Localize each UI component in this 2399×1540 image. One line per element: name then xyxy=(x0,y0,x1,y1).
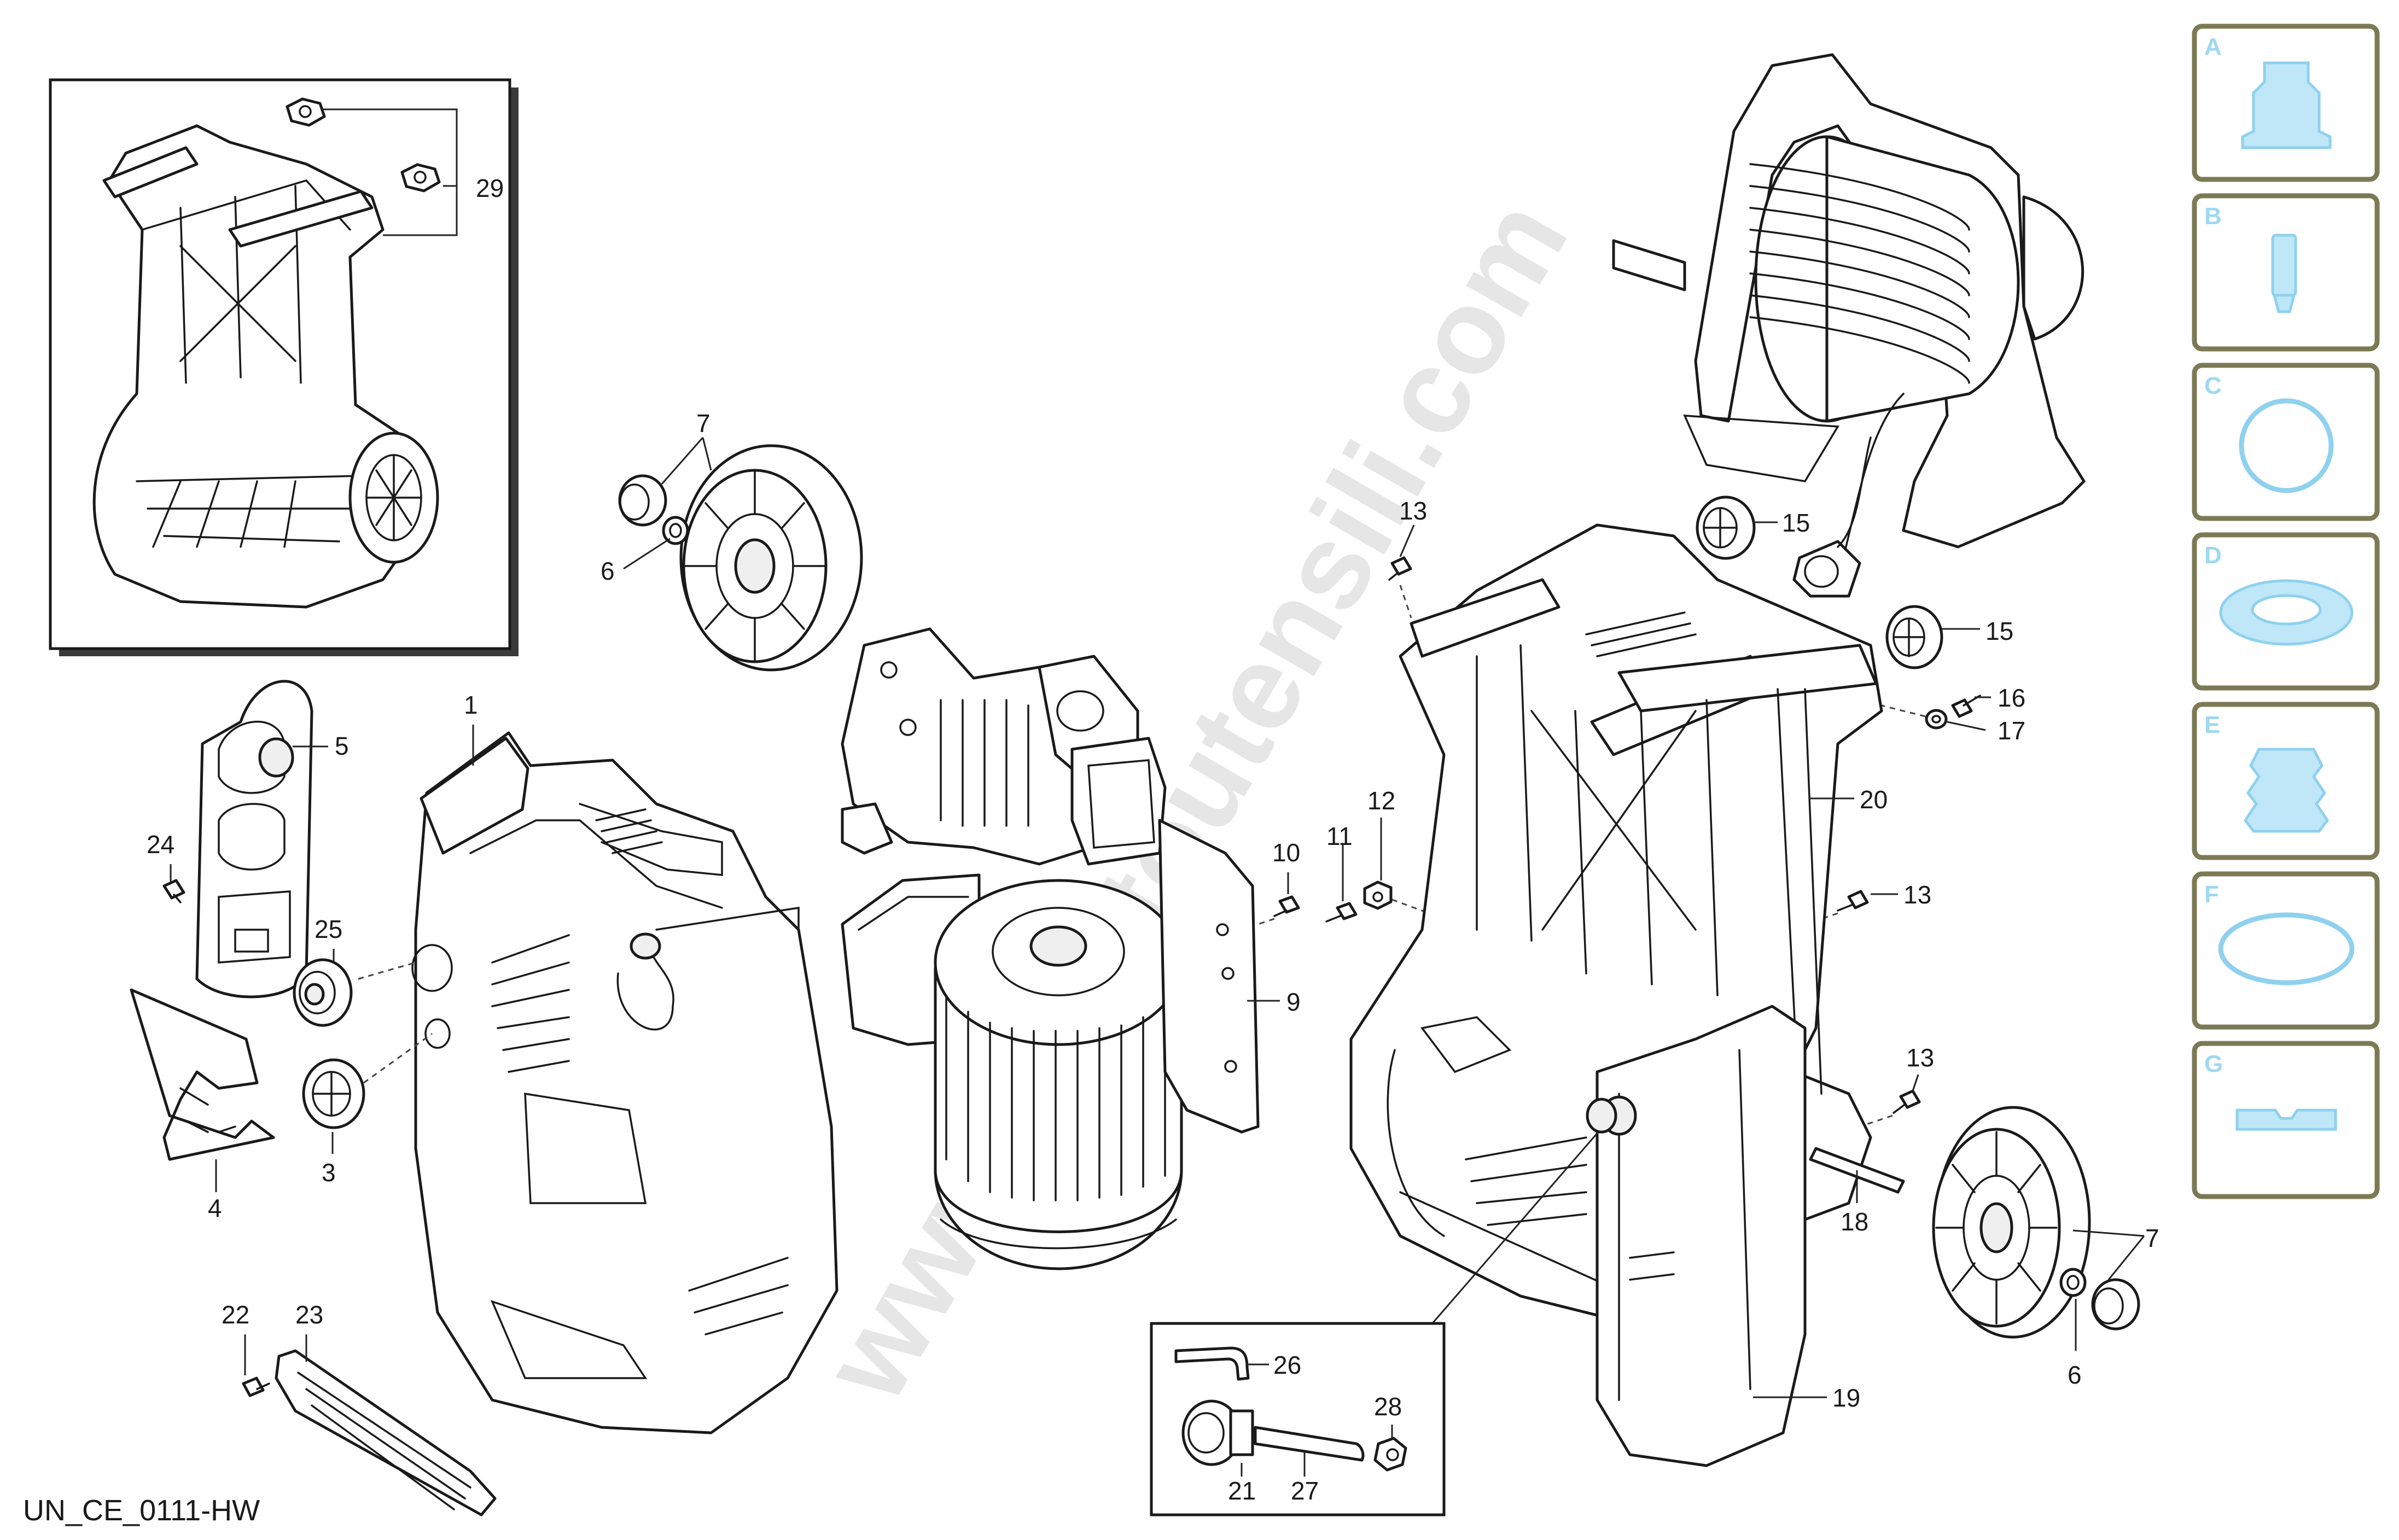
callout-6-top: 6 xyxy=(601,557,615,585)
screw-10 xyxy=(1273,895,1300,917)
spacer-plate-icon xyxy=(2235,1109,2337,1131)
svg-text:F: F xyxy=(2204,881,2219,908)
pressure-switch-21 xyxy=(1181,1399,1254,1466)
seal-ring-icon xyxy=(2219,579,2354,646)
side-panel xyxy=(195,680,313,999)
callout-29: 29 xyxy=(476,174,504,202)
callout-13-low: 13 xyxy=(1906,1043,1934,1072)
pump-head xyxy=(841,627,1167,866)
callout-18: 18 xyxy=(1841,1208,1868,1236)
pin-icon xyxy=(2271,234,2297,313)
kit-tile-f[interactable]: F xyxy=(2192,871,2380,1030)
screw-22 xyxy=(242,1376,270,1397)
callout-9: 9 xyxy=(1286,988,1301,1016)
hub-15-upper xyxy=(1696,495,1756,560)
callout-3: 3 xyxy=(322,1158,336,1187)
screw-13-low xyxy=(1893,1089,1921,1114)
kit-tile-d[interactable]: D xyxy=(2192,532,2380,691)
mounting-plate-9 xyxy=(1158,819,1260,1134)
kit-tiles: A B C D E xyxy=(2192,24,2380,1199)
callout-16: 16 xyxy=(1998,684,2025,712)
callout-6-right: 6 xyxy=(2068,1361,2082,1389)
svg-text:A: A xyxy=(2204,33,2222,60)
callout-12: 12 xyxy=(1367,786,1395,815)
callout-26: 26 xyxy=(1273,1351,1301,1379)
callout-23: 23 xyxy=(295,1300,323,1329)
callout-27: 27 xyxy=(1291,1477,1319,1505)
screw-13-mid xyxy=(1837,890,1869,912)
callout-28: 28 xyxy=(1374,1392,1402,1421)
callout-22: 22 xyxy=(222,1300,249,1329)
motor xyxy=(841,873,1183,1270)
grille-23 xyxy=(275,1349,497,1516)
svg-text:G: G xyxy=(2204,1051,2223,1077)
callout-7-right: 7 xyxy=(2145,1224,2159,1252)
screw-11 xyxy=(1325,902,1358,923)
callout-25: 25 xyxy=(315,915,342,943)
kit-tile-a[interactable]: A xyxy=(2192,24,2380,182)
callout-10: 10 xyxy=(1272,838,1300,867)
callout-15-upper: 15 xyxy=(1782,509,1810,537)
callout-19: 19 xyxy=(1832,1384,1860,1412)
callout-1: 1 xyxy=(464,691,478,719)
svg-text:C: C xyxy=(2204,372,2222,399)
o-ring-icon xyxy=(2239,398,2334,493)
svg-text:E: E xyxy=(2204,711,2220,738)
bellows-seal-icon xyxy=(2243,748,2330,833)
wheel-assembly-left xyxy=(618,444,863,672)
callout-21: 21 xyxy=(1228,1477,1256,1505)
callout-4: 4 xyxy=(208,1194,222,1222)
inset-wheel xyxy=(348,431,439,564)
callout-13-top: 13 xyxy=(1399,497,1427,525)
front-cover xyxy=(411,731,839,1434)
diagram-code: UN_CE_0111-HW xyxy=(23,1494,260,1527)
callout-5: 5 xyxy=(335,732,349,760)
svg-text:B: B xyxy=(2204,203,2222,230)
detail-box-pressure-switch xyxy=(1150,1098,1617,1516)
screw-13-top xyxy=(1388,556,1412,581)
kit-tile-c[interactable]: C xyxy=(2192,363,2380,521)
screw-24 xyxy=(162,879,185,903)
part-29-caps xyxy=(286,97,441,192)
svg-text:D: D xyxy=(2204,542,2222,569)
screw-16 xyxy=(1951,695,1981,718)
wheel-assembly-right xyxy=(1932,1106,2140,1339)
rear-cover xyxy=(1596,1005,1807,1467)
knob-insert-25 xyxy=(293,958,353,1027)
callout-17: 17 xyxy=(1998,716,2025,745)
kit-tile-e[interactable]: E xyxy=(2192,702,2380,860)
hose-reel xyxy=(1612,53,2086,598)
gasket-icon xyxy=(2218,912,2355,985)
callout-11: 11 xyxy=(1326,822,1353,850)
callout-7-top: 7 xyxy=(696,409,711,438)
inset-frame-assembly: 29 xyxy=(49,78,519,656)
hub-15-lower xyxy=(1885,605,1943,669)
knob-3 xyxy=(302,1058,365,1129)
quick-coupling-icon xyxy=(2241,61,2332,149)
washer-17 xyxy=(1925,709,1948,730)
kit-tile-b[interactable]: B xyxy=(2192,193,2380,352)
callout-24: 24 xyxy=(147,830,174,859)
bracket-4 xyxy=(130,988,275,1161)
callout-15-lower: 15 xyxy=(1985,617,2013,645)
callout-20: 20 xyxy=(1860,785,1888,814)
callout-13-mid: 13 xyxy=(1903,880,1931,909)
kit-tile-g[interactable]: G xyxy=(2192,1041,2380,1199)
fitting-28 xyxy=(1373,1437,1407,1472)
nut-12 xyxy=(1363,880,1393,910)
